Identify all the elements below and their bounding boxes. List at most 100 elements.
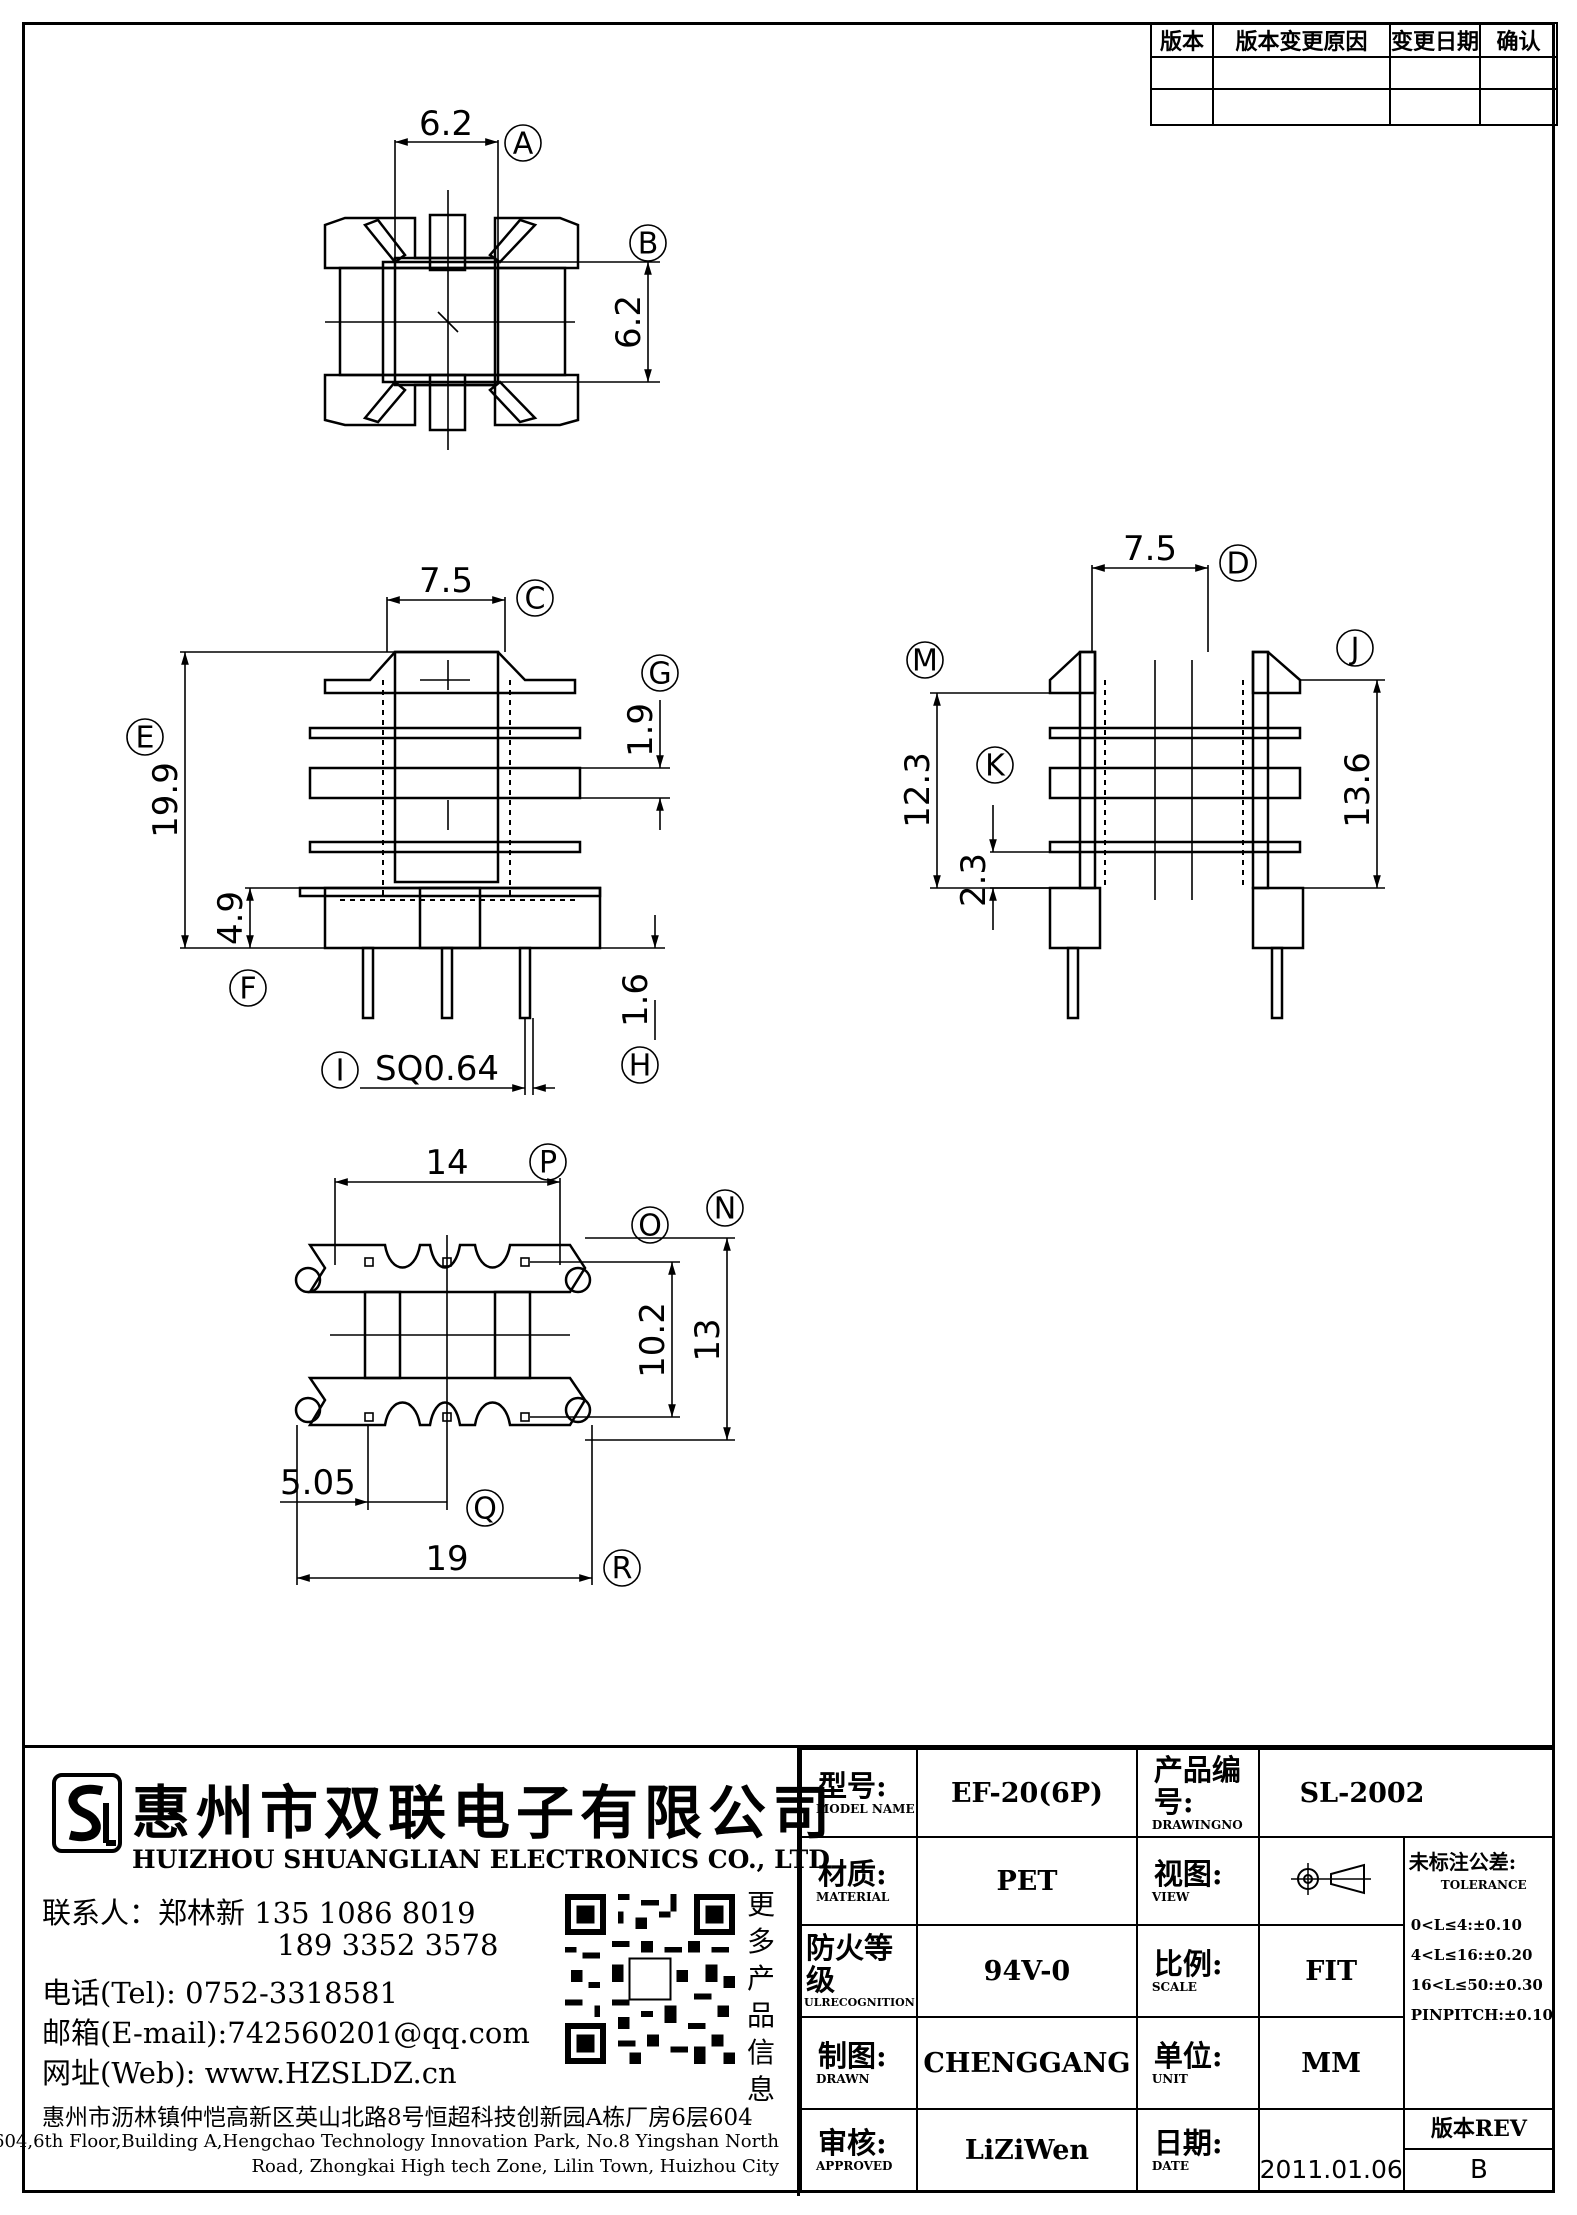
- qr-code-icon: [565, 1894, 735, 2064]
- tolerance-row: 16<L≤50:±0.30: [1410, 1976, 1543, 1994]
- material-label: 材质: MATERIAL: [799, 1836, 919, 1926]
- company-name-cn: 惠州市双联电子有限公司: [132, 1779, 837, 1847]
- rev-cell: [1212, 56, 1391, 90]
- dim-front-total-height: 19.9: [146, 762, 186, 838]
- dim-side-13-6: 13.6: [1338, 752, 1378, 828]
- contact-phone-2: 189 3352 3578: [277, 1928, 499, 1962]
- dim-top-height: 6.2: [609, 295, 649, 349]
- tolerance-row: PINPITCH:±0.10: [1410, 2006, 1553, 2024]
- fire-label: 防火等级 ULRECOGNITION: [799, 1924, 919, 2018]
- qr-side-char: 品: [746, 1999, 775, 2032]
- model-value: EF-20(6P): [916, 1748, 1138, 1838]
- qr-side-text: 更 多 产 品 信 息: [744, 1886, 778, 2108]
- drawingno-value: SL-2002: [1257, 1748, 1556, 1838]
- tolerance-row: 4<L≤16:±0.20: [1410, 1946, 1533, 1964]
- qr-side-char: 产: [746, 1962, 775, 1995]
- rev-label: 版本REV: [1404, 2110, 1553, 2150]
- callout-a: A: [513, 127, 534, 162]
- rev-cell: [1150, 56, 1214, 90]
- rev-cell: [1212, 88, 1391, 126]
- dim-side-12-3: 12.3: [898, 752, 938, 828]
- rev-cell: [1479, 56, 1558, 90]
- tolerance-cell: 未标注公差: TOLERANCE 0<L≤4:±0.10 4<L≤16:±0.2…: [1402, 1836, 1556, 2110]
- dim-bottom-19: 19: [425, 1539, 468, 1579]
- side-view: 7.5 D 12.3 M 2.3 K 13.6 J: [898, 529, 1385, 1020]
- rev-cell: [1389, 88, 1481, 126]
- dim-front-pin: 1.6: [616, 973, 656, 1027]
- dim-bottom-5-05: 5.05: [280, 1463, 356, 1503]
- callout-p: P: [539, 1146, 557, 1181]
- approved-label: 审核: APPROVED: [799, 2108, 919, 2192]
- dim-bottom-13: 13: [688, 1318, 728, 1361]
- fire-value: 94V-0: [916, 1924, 1138, 2018]
- rev-cell: [1389, 56, 1481, 90]
- rev-value: B: [1469, 2155, 1488, 2185]
- callout-o: O: [638, 1209, 662, 1244]
- dim-front-core: 7.5: [419, 561, 473, 601]
- technical-drawing: 6.2 A 6.2 B 7.5 C: [126, 104, 1385, 1587]
- callout-q: Q: [473, 1492, 497, 1527]
- drawingno-label: 产品编号: DRAWINGNO: [1135, 1748, 1260, 1838]
- scale-value: FIT: [1257, 1924, 1405, 2018]
- callout-i: I: [336, 1054, 345, 1089]
- rev-cell: [1479, 88, 1558, 126]
- callout-f: F: [239, 972, 256, 1007]
- dim-side-2-3: 2.3: [954, 853, 994, 907]
- model-label: 型号: MODEL NAME: [799, 1748, 919, 1838]
- dim-pin-size: SQ0.64: [375, 1049, 499, 1089]
- top-view: 6.2 A 6.2 B: [323, 104, 667, 450]
- dim-front-base: 4.9: [211, 891, 251, 945]
- contact-web: 网址(Web): www.HZSLDZ.cn: [42, 2056, 457, 2090]
- callout-j: J: [1349, 632, 1360, 667]
- tolerance-row: 0<L≤4:±0.10: [1410, 1916, 1522, 1934]
- drawn-label: 制图: DRAWN: [799, 2016, 919, 2110]
- company-panel: 惠州市双联电子有限公司 HUIZHOU SHUANGLIAN ELECTRONI…: [0, 1748, 830, 2196]
- callout-r: R: [612, 1552, 633, 1587]
- scale-label: 比例: SCALE: [1135, 1924, 1260, 2018]
- revision-cell: 版本REV B: [1402, 2108, 1556, 2192]
- address-en-line-2: Road, Zhongkai High tech Zone, Lilin Tow…: [251, 2156, 780, 2177]
- projection-symbol-icon: [1257, 1836, 1405, 1926]
- callout-d: D: [1226, 547, 1249, 582]
- date-value: 2011.01.06: [1257, 2108, 1405, 2192]
- unit-label: 单位: UNIT: [1135, 2016, 1260, 2110]
- contact-person: 联系人：郑林新 135 1086 8019: [42, 1896, 476, 1930]
- dim-bottom-10-2: 10.2: [633, 1302, 673, 1378]
- rev-header-version: 版本: [1150, 22, 1214, 58]
- title-info-table: 型号: MODEL NAME EF-20(6P) 产品编号: DRAWINGNO…: [799, 1748, 1556, 2192]
- rev-cell: [1150, 88, 1214, 126]
- callout-m: M: [912, 644, 938, 679]
- contact-email: 邮箱(E-mail):742560201@qq.com: [42, 2016, 530, 2050]
- callout-h: H: [629, 1049, 652, 1084]
- address-cn: 惠州市沥林镇仲恺高新区英山北路8号恒超科技创新园A栋厂房6层604: [42, 2105, 753, 2131]
- callout-c: C: [525, 582, 546, 617]
- callout-e: E: [136, 721, 155, 756]
- callout-g: G: [648, 657, 671, 692]
- date-label: 日期: DATE: [1135, 2108, 1260, 2192]
- rev-header-date: 变更日期: [1389, 22, 1481, 58]
- company-logo-icon: [52, 1773, 122, 1853]
- callout-b: B: [638, 227, 659, 262]
- dim-top-width: 6.2: [419, 104, 473, 144]
- bottom-view: 14 P 10.2 O 13 N 5.05 Q 19 R: [280, 1143, 744, 1587]
- qr-side-char: 更: [746, 1888, 775, 1921]
- revision-table: 版本 版本变更原因 变更日期 确认: [1150, 22, 1558, 126]
- unit-value: MM: [1257, 2016, 1405, 2110]
- dim-bottom-14: 14: [425, 1143, 468, 1183]
- dim-side-core: 7.5: [1123, 529, 1177, 569]
- callout-n: N: [714, 1192, 736, 1227]
- rev-header-confirm: 确认: [1479, 22, 1558, 58]
- drawn-value: CHENGGANG: [916, 2016, 1138, 2110]
- front-view: 7.5 C 19.9 E 4.9 F 1.9 G 1.6 H: [126, 561, 679, 1095]
- material-value: PET: [916, 1836, 1138, 1926]
- dim-front-flange: 1.9: [621, 703, 661, 757]
- qr-side-char: 多: [746, 1925, 775, 1958]
- view-label: 视图: VIEW: [1135, 1836, 1260, 1926]
- company-name-en: HUIZHOU SHUANGLIAN ELECTRONICS CO., LTD: [132, 1845, 830, 1874]
- address-en-line-1: 604,6th Floor,Building A,Hengchao Techno…: [0, 2131, 779, 2152]
- rev-header-reason: 版本变更原因: [1212, 22, 1391, 58]
- qr-side-char: 息: [746, 2073, 775, 2106]
- callout-k: K: [985, 749, 1006, 784]
- approved-value: LiZiWen: [916, 2108, 1138, 2192]
- title-block: 惠州市双联电子有限公司 HUIZHOU SHUANGLIAN ELECTRONI…: [0, 1745, 1556, 2196]
